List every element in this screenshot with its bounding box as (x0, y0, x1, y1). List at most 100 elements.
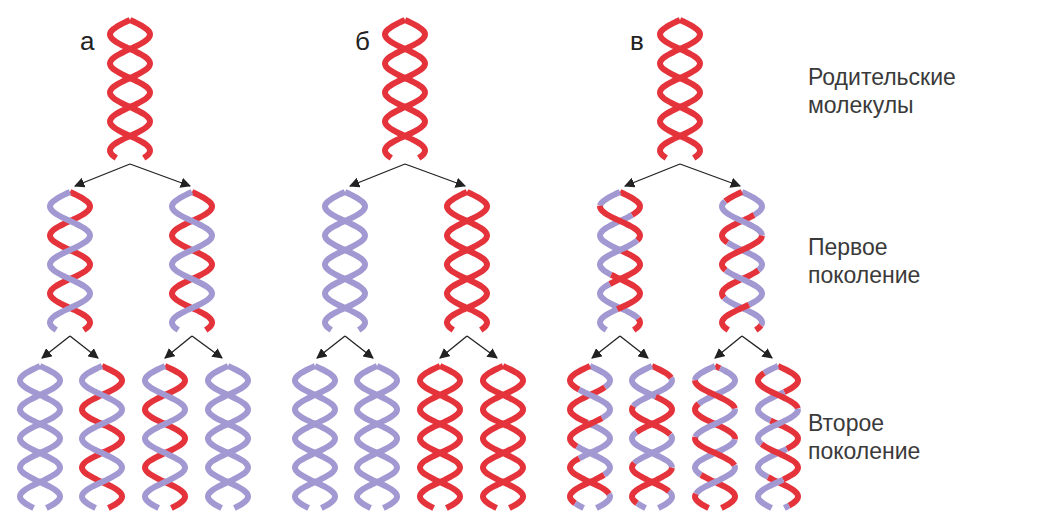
lineage-arrow (715, 336, 742, 358)
dna-strand (420, 366, 460, 508)
dna-helix (722, 192, 762, 330)
dna-strand (726, 270, 762, 305)
dna-strand (50, 192, 90, 330)
dna-strand (590, 366, 610, 387)
dna-helix (695, 366, 735, 508)
dna-strand (784, 506, 789, 508)
dna-strand (632, 468, 672, 504)
dna-strand (110, 20, 150, 158)
dna-strand (20, 366, 60, 508)
helices (20, 20, 798, 508)
row-label: Второе поколение (808, 410, 993, 465)
dna-strand (600, 192, 620, 206)
dna-strand (596, 494, 610, 508)
dna-strand (758, 373, 798, 409)
dna-strand (575, 503, 583, 508)
dna-strand (110, 20, 150, 158)
dna-strand (145, 366, 185, 508)
dna-strand (325, 192, 365, 330)
dna-helix (172, 192, 212, 330)
dna-strand (208, 366, 248, 508)
dna-strand (172, 192, 212, 330)
dna-strand (695, 404, 735, 440)
dna-strand (82, 366, 122, 508)
dna-helix (82, 366, 122, 508)
lineage-arrow (317, 336, 345, 358)
dna-strand (695, 380, 735, 408)
dna-strand (483, 366, 523, 508)
lineage-arrow (592, 336, 620, 358)
lineage-arrow (165, 336, 192, 358)
dna-helix (145, 366, 185, 508)
dna-strand (758, 480, 783, 508)
dna-strand (579, 390, 610, 418)
dna-strand (20, 366, 60, 508)
dna-strand (696, 465, 735, 493)
lineage-arrow (467, 336, 497, 358)
dna-strand (758, 409, 798, 445)
dna-strand (695, 366, 715, 380)
dna-helix (600, 192, 640, 330)
dna-strand (172, 192, 212, 330)
dna-strand (570, 475, 604, 503)
dna-strand (357, 366, 397, 508)
dna-strand (778, 366, 798, 392)
dna-strand (658, 491, 672, 508)
dna-strand (611, 275, 640, 310)
lineage-arrow (75, 164, 130, 186)
lineage-arrow (192, 336, 222, 358)
dna-helix (385, 20, 425, 158)
dna-helix (447, 192, 487, 330)
dna-strand (295, 366, 335, 508)
dna-strand (695, 437, 734, 465)
dna-strand (600, 240, 637, 274)
dna-strand (577, 446, 610, 474)
dna-helix (483, 366, 523, 508)
panel-letter: в (630, 26, 644, 57)
dna-strand (652, 366, 671, 378)
dna-strand (420, 366, 460, 508)
dna-strand (82, 366, 122, 508)
lineage-arrow (130, 164, 190, 186)
dna-strand (660, 20, 700, 158)
dna-helix (420, 366, 460, 508)
panel-letter: а (80, 26, 94, 57)
dna-helix (295, 366, 335, 508)
dna-strand (695, 409, 735, 437)
dna-strand (50, 192, 90, 330)
lineage-arrow (345, 336, 373, 358)
lineage-arrow (680, 164, 740, 186)
lineage-arrow (42, 336, 70, 358)
dna-strand (634, 319, 640, 331)
dna-strand (637, 503, 645, 508)
panel-letter: б (355, 26, 370, 57)
dna-helix (570, 366, 610, 508)
dna-strand (483, 366, 523, 508)
dna-strand (722, 201, 762, 236)
dna-helix (110, 20, 150, 158)
dna-helix (660, 20, 700, 158)
lineage-arrow (350, 164, 405, 186)
row-label: Родительские молекулы (808, 64, 993, 119)
dna-strand (208, 366, 248, 508)
dna-strand (722, 305, 749, 330)
dna-helix (325, 192, 365, 330)
lineage-arrow (742, 336, 772, 358)
dna-strand (295, 366, 335, 508)
dna-strand (357, 366, 397, 508)
dna-strand (570, 366, 590, 390)
dna-strand (600, 309, 617, 330)
dna-strand (385, 20, 425, 158)
lineage-arrow (620, 336, 648, 358)
lineage-arrow (625, 164, 680, 186)
row-label: Первое поколение (808, 234, 993, 289)
dna-strand (570, 418, 602, 446)
dna-strand (447, 192, 487, 330)
dna-strand (725, 192, 742, 201)
dna-helix (50, 192, 90, 330)
dna-helix (758, 366, 798, 508)
dna-strand (695, 494, 709, 508)
dna-strand (325, 192, 365, 330)
dna-strand (385, 20, 425, 158)
